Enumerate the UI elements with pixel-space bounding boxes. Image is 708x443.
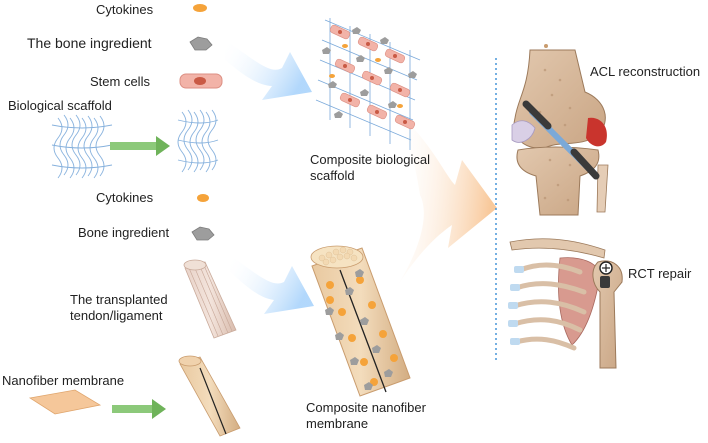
bone-ingredient-icon — [189, 36, 213, 51]
label-composite-biological-scaffold-1: Composite biological — [310, 152, 430, 167]
composite-biological-scaffold-icon — [315, 18, 421, 150]
label-composite-nanofiber-2: membrane — [306, 416, 369, 431]
tendon-bundle-icon — [183, 259, 237, 339]
label-composite-nanofiber-1: Composite nanofiber — [306, 400, 426, 415]
nanofiber-sheet-icon — [28, 389, 102, 415]
bone-ingredient-icon-bottom — [191, 226, 215, 241]
label-transplanted-1: The transplanted — [70, 292, 168, 307]
blue-arrow-bottom — [230, 255, 314, 314]
label-nanofiber-membrane: Nanofiber membrane — [2, 373, 125, 388]
cytokine-icon — [193, 4, 207, 12]
label-transplanted-2: tendon/ligament — [70, 308, 163, 323]
label-cytokines-bottom: Cytokines — [96, 190, 154, 205]
label-biological-scaffold: Biological scaffold — [8, 98, 112, 113]
label-bone-ingredient-top: The bone ingredient — [27, 35, 152, 51]
fiber-scaffold-copy-icon — [177, 109, 219, 173]
composite-nanofiber-membrane-icon — [310, 245, 411, 397]
knee-joint-icon — [511, 44, 609, 216]
orange-arrow — [395, 110, 497, 290]
fiber-scaffold-icon — [51, 114, 113, 179]
label-bone-ingredient-bottom: Bone ingredient — [78, 225, 170, 240]
blue-arrow-top — [225, 40, 312, 100]
label-composite-biological-scaffold-2: scaffold — [310, 168, 355, 183]
label-acl-reconstruction: ACL reconstruction — [590, 64, 701, 79]
label-stem-cells: Stem cells — [90, 74, 150, 89]
label-cytokines-top: Cytokines — [96, 2, 154, 17]
rolled-membrane-icon — [178, 355, 241, 437]
cytokine-icon-bottom — [197, 194, 209, 202]
green-arrow-top — [110, 136, 170, 156]
shoulder-joint-icon — [508, 238, 623, 369]
green-arrow-bottom — [112, 399, 166, 419]
label-rct-repair: RCT repair — [628, 266, 692, 281]
stem-cell-icon — [179, 73, 223, 89]
